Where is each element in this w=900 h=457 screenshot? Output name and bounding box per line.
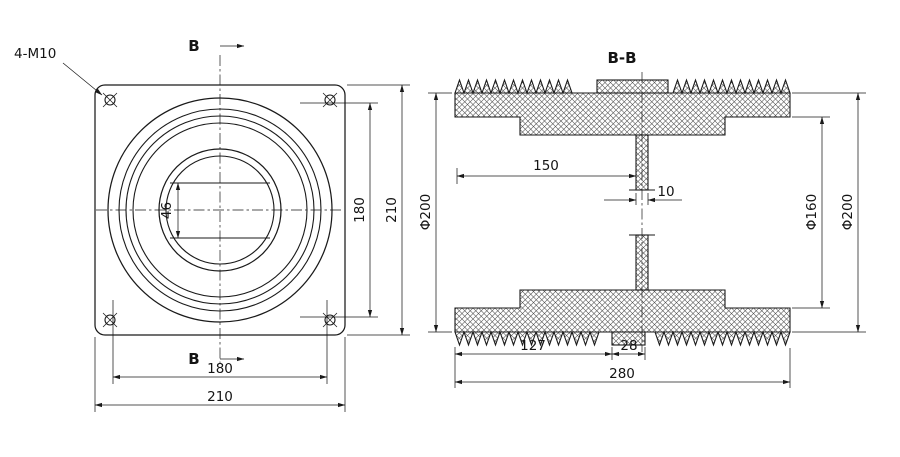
top-stem [635,134,649,191]
bore-edge-lines [170,182,270,239]
dim-outer-dia-left: Φ200 [418,92,452,333]
dim-label-dia160: Φ160 [804,194,820,230]
dim-label-210-vertical: 210 [384,197,400,223]
thread-callout: 4-M10 [14,46,103,96]
mounting-hole-bottom-left [102,312,118,328]
top-wall-section [454,92,791,136]
section-view: B-B Φ200 [418,49,866,388]
dim-label-180-vertical: 180 [352,197,368,223]
dim-label-280: 280 [609,366,635,382]
ribs-top-left [454,78,573,95]
section-marker-bottom: B [188,350,245,368]
top-boss [596,79,669,94]
dim-boss-width: 28 [611,338,646,360]
dim-inner-46: 46 [159,182,181,239]
ribs-top-right [672,78,791,95]
front-view: B B 4-M10 46 180 210 [14,37,410,412]
dim-label-150: 150 [533,158,559,174]
mounting-hole-bottom-right [322,312,338,328]
ribs-bottom-left [454,330,600,347]
dim-label-180-horizontal: 180 [207,361,233,377]
mounting-hole-top-right [322,92,338,108]
insulator-body [454,92,791,333]
dim-flange-vertical-210: 210 [347,84,410,336]
dim-overall-length: 280 [454,348,791,388]
bottom-wall-section [454,289,791,333]
shed-ribs [454,78,791,347]
thread-label: 4-M10 [14,46,56,62]
dim-label-dia200-left: Φ200 [418,194,434,230]
section-marker-top: B [188,37,245,55]
dim-circle-horizontal-180: 180 [112,300,328,384]
dim-label-dia200-right: Φ200 [840,194,856,230]
section-label-bottom: B [188,350,199,368]
electrode [596,79,669,346]
bottom-boss [611,331,646,346]
dim-label-10: 10 [657,184,674,200]
mounting-holes [102,92,338,328]
dim-flange-horizontal-210: 210 [94,337,346,412]
dim-stem-width: 10 [604,184,682,205]
dim-label-28: 28 [620,338,637,354]
section-view-title: B-B [607,49,636,67]
dim-circle-vertical-180: 180 [300,102,378,318]
dim-left-to-stem: 150 [456,158,637,184]
dim-inner-dia: Φ160 [792,116,830,309]
dim-outer-dia-right: Φ200 [792,92,866,333]
dim-label-46: 46 [159,202,175,219]
mounting-hole-top-left [102,92,118,108]
dim-left-to-boss: 127 [454,338,613,388]
section-label-top: B [188,37,199,55]
thread-leader-line [62,62,103,96]
dim-label-127: 127 [520,338,546,354]
ribs-bottom-right [654,330,791,347]
dim-label-210-horizontal: 210 [207,389,233,405]
